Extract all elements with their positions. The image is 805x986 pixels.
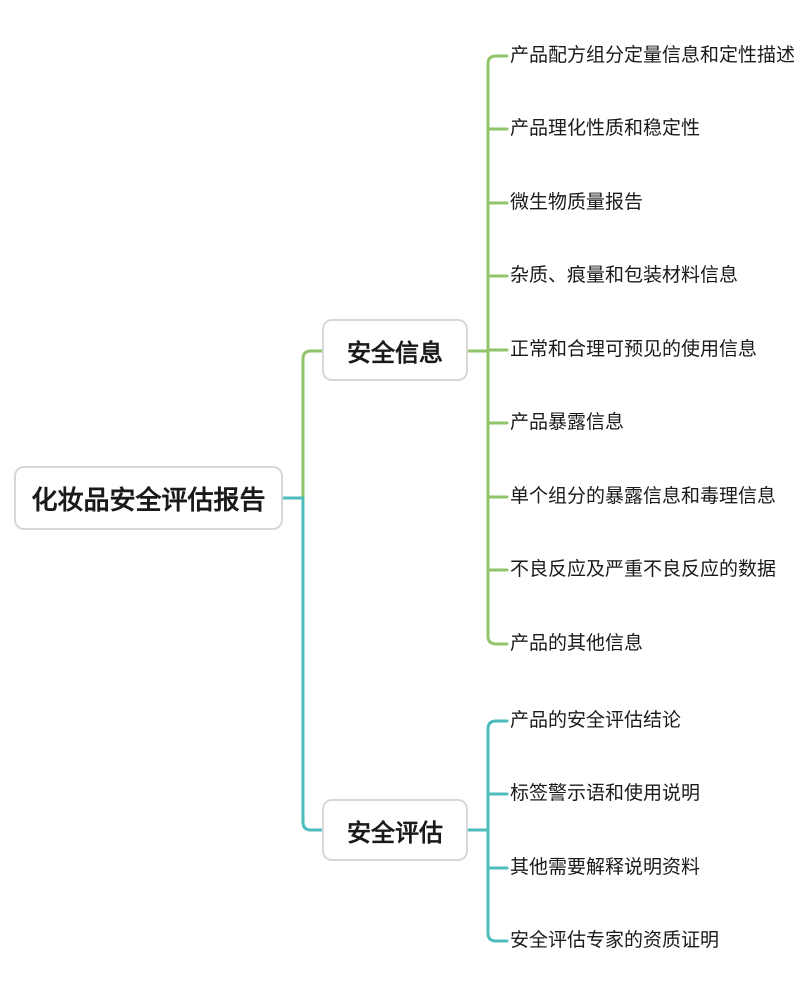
leaf-topic[interactable]: 产品的安全评估结论 (510, 710, 682, 731)
trunk-line-safety-info (301, 349, 324, 500)
leaf-topic[interactable]: 单个组分的暴露信息和毒理信息 (510, 486, 777, 507)
trunk-line-safety-assessment (281, 496, 324, 832)
leaf-topic[interactable]: 微生物质量报告 (510, 192, 644, 213)
leaf-topic[interactable]: 其他需要解释说明资料 (510, 857, 701, 878)
spine-safety-assessment (486, 719, 509, 943)
branch-node-label: 安全信息 (347, 339, 443, 367)
root-node-label: 化妆品安全评估报告 (31, 484, 266, 515)
branch-node-safety-info[interactable]: 安全信息 (322, 319, 468, 381)
branch-node-label: 安全评估 (347, 819, 443, 847)
root-node[interactable]: 化妆品安全评估报告 (14, 466, 283, 530)
leaf-topic[interactable]: 正常和合理可预见的使用信息 (510, 339, 758, 360)
leaf-topic[interactable]: 标签警示语和使用说明 (510, 783, 701, 804)
leaf-topic[interactable]: 产品配方组分定量信息和定性描述 (510, 45, 796, 66)
leaf-topic[interactable]: 安全评估专家的资质证明 (510, 930, 720, 951)
leaf-topic[interactable]: 不良反应及严重不良反应的数据 (510, 559, 777, 580)
branch-node-safety-assessment[interactable]: 安全评估 (322, 799, 468, 861)
leaf-topic[interactable]: 产品理化性质和稳定性 (510, 118, 701, 139)
leaf-topic[interactable]: 杂质、痕量和包装材料信息 (510, 265, 739, 286)
leaf-topic[interactable]: 产品的其他信息 (510, 633, 644, 654)
leaf-topic[interactable]: 产品暴露信息 (510, 412, 625, 433)
